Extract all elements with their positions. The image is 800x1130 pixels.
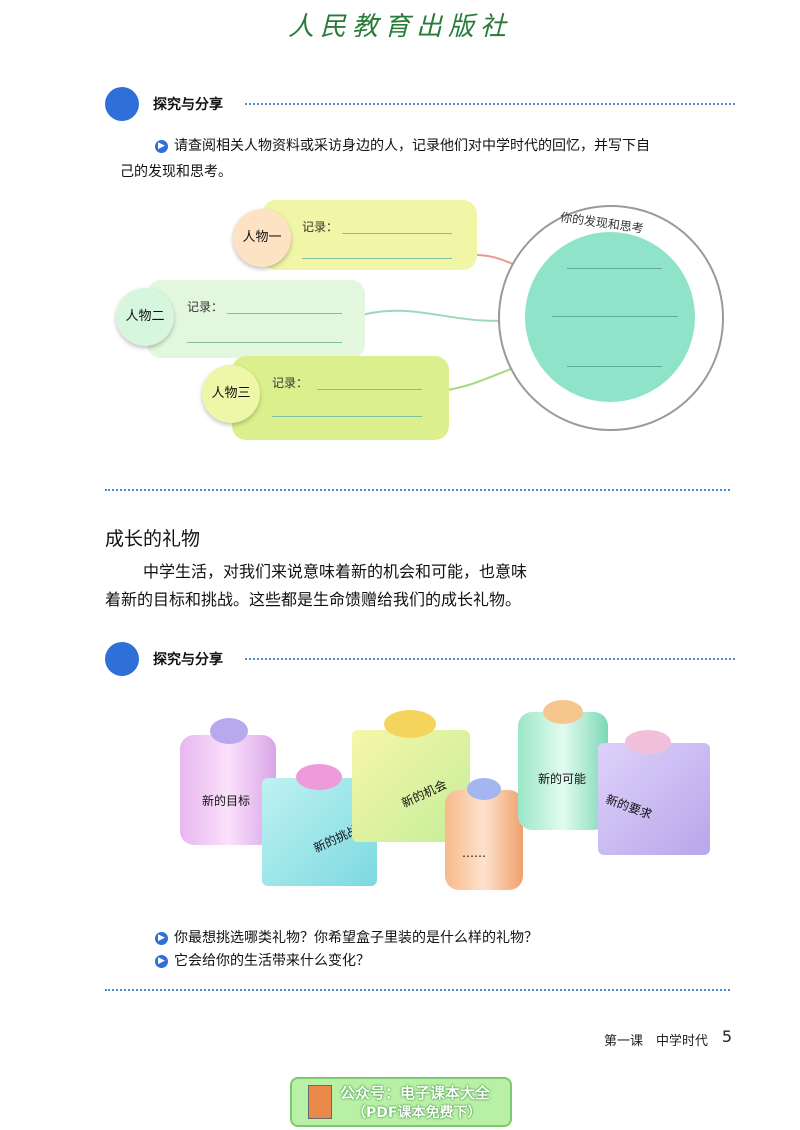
gift-label: 新的可能 [538,772,587,786]
section-dot-icon [105,642,139,676]
dotted-divider [105,989,730,991]
record-label: 记录： [187,300,224,314]
record-line [317,389,422,390]
book-icon [308,1085,332,1119]
person-1-badge: 人物一 [233,209,291,267]
dotted-divider [245,103,735,105]
wechat-banner: 公众号：电子课本大全 （PDF课本免费下） [290,1077,512,1127]
bow-icon [296,764,342,790]
bow-icon [467,778,501,800]
question-1: ▶你最想挑选哪类礼物？你希望盒子里装的是什么样的礼物？ [155,925,538,951]
reflection-line [552,316,678,317]
bow-icon [543,700,583,724]
growth-heading: 成长的礼物 [105,528,201,550]
bullet-arrow-icon: ▶ [155,139,168,153]
section-title: 探究与分享 [153,97,223,113]
gift-box-more [445,790,523,890]
gift-box-possibility [518,712,608,830]
reflection-line [567,366,662,367]
record-card-3: 记录： [232,356,449,440]
bow-icon [625,730,671,754]
instruction-line-2: 己的发现和思考。 [120,164,232,180]
record-card-1: 记录： [262,200,477,270]
growth-paragraph-line-2: 着新的目标和挑战。这些都是生命馈赠给我们的成长礼物。 [105,590,522,609]
record-line [272,416,422,417]
page-number: 5 [721,1027,732,1046]
reflection-line [567,268,662,269]
dotted-divider [105,489,730,491]
record-line [342,233,452,234]
instruction-line-1: ▶请查阅相关人物资料或采访身边的人，记录他们对中学时代的回忆，并写下自 [155,133,650,159]
banner-line-2: （PDF课本免费下） [352,1105,482,1121]
bow-icon [384,710,436,738]
growth-paragraph-line-1: 中学生活，对我们来说意味着新的机会和可能，也意味 [143,562,528,581]
record-line [302,258,452,259]
gift-label: …… [462,846,486,860]
gift-label: 新的目标 [202,794,251,808]
section-dot-icon [105,87,139,121]
section-header-explore-1: 探究与分享 [105,87,735,121]
record-line [187,342,342,343]
banner-line-1: 公众号：电子课本大全 [340,1084,491,1102]
gift-box-goal [180,735,276,845]
record-label: 记录： [272,376,309,390]
record-label: 记录： [302,220,339,234]
person-3-badge: 人物三 [202,365,260,423]
record-card-2: 记录： [147,280,365,358]
bow-icon [210,718,248,744]
section-header-explore-2: 探究与分享 [105,642,735,676]
chapter-footer: 第一课 中学时代 [603,1034,708,1049]
record-line [227,313,342,314]
person-2-badge: 人物二 [116,288,174,346]
gift-box-requirement [598,743,710,855]
bullet-arrow-icon: ▶ [155,931,168,945]
dotted-divider [245,658,735,660]
reflection-circle-inner [525,232,695,402]
publisher-logo: 人民教育出版社 [287,12,512,42]
bullet-arrow-icon: ▶ [155,954,168,968]
section-title: 探究与分享 [153,652,223,668]
question-2: ▶它会给你的生活带来什么变化？ [155,948,370,974]
